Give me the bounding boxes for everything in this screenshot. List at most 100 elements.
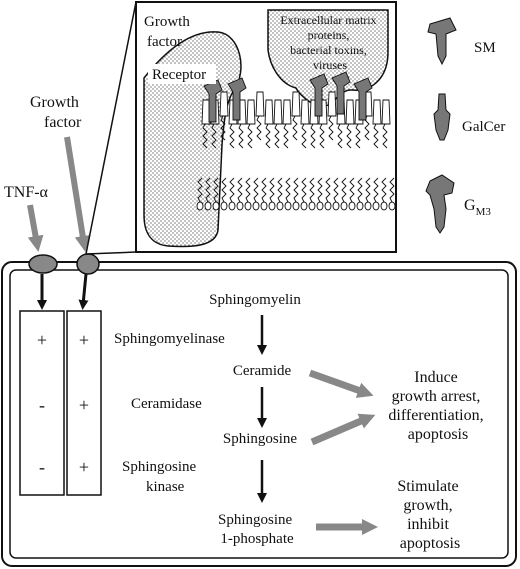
lipid-tail [349, 177, 355, 203]
lipid-tail [333, 177, 339, 203]
lipid-tail [317, 177, 323, 203]
gm3-icon [425, 174, 455, 234]
lipid-head [201, 99, 211, 125]
lipid-tail [220, 115, 226, 141]
lipid-head [273, 99, 283, 125]
lipid-tail [381, 177, 387, 203]
lipid-tail [285, 177, 291, 203]
receptor-label: Receptor [152, 67, 206, 83]
lipid-tail [346, 123, 352, 149]
lipid-tail [389, 177, 395, 203]
glycolipid [353, 77, 373, 121]
lipid-tail [283, 123, 289, 149]
lipid-tail [237, 177, 243, 203]
gf-sign-1: + [79, 330, 89, 350]
lipid-tail [261, 177, 267, 203]
lipid-head [308, 201, 316, 211]
tnf-sign-3: - [39, 457, 45, 477]
lipid-tail [292, 115, 298, 141]
lipid-tail [229, 177, 235, 203]
glycolipid [309, 73, 329, 117]
gf-effect-column [66, 310, 102, 496]
lipid-head [228, 201, 236, 211]
lipid-head [276, 201, 284, 211]
lipid-tail [293, 177, 299, 203]
growth-factor-receptor [76, 253, 100, 275]
induce-outcome-text: Induce growth arrest, differentiation, a… [388, 369, 487, 443]
lipid-head [204, 201, 212, 211]
tnf-receptor [28, 254, 58, 274]
lipid-head [236, 201, 244, 211]
tnf-sign-1: + [37, 330, 47, 350]
lipid-head [381, 99, 391, 125]
gf-down-arrow [78, 273, 89, 310]
lipid-tail [301, 177, 307, 203]
gf-sign-3: + [79, 457, 89, 477]
lipid-tail [229, 123, 235, 149]
lipid-tail [357, 177, 363, 203]
lipid-tail [205, 177, 211, 203]
lipid-head [356, 201, 364, 211]
lipid-head [345, 99, 355, 125]
ceramidase-label: Ceramidase [131, 396, 202, 412]
glycolipid [331, 71, 351, 115]
lipid-head [212, 201, 220, 211]
lipid-tail [325, 177, 331, 203]
sphingosine-outcome-arrow [310, 413, 376, 446]
lipid-head [300, 201, 308, 211]
lipid-head [196, 201, 204, 211]
ceramide-label: Ceramide [233, 363, 292, 379]
lipid-tail [213, 177, 219, 203]
sphingosine-kinase-label: Sphingosine kinase [122, 459, 200, 495]
lipid-head [324, 201, 332, 211]
glycolipid [203, 79, 223, 123]
gf-sign-2: + [79, 395, 89, 415]
lipid-tail [247, 123, 253, 149]
lipid-tail [245, 177, 251, 203]
lipid-tail [337, 123, 343, 149]
lipid-tail [197, 177, 203, 203]
lipid-tail [221, 177, 227, 203]
lipid-head [220, 201, 228, 211]
lipid-tail [211, 123, 217, 149]
tnf-effect-column [19, 310, 65, 496]
lipid-head [246, 99, 256, 125]
sm-label: SM [474, 40, 496, 56]
lipid-tail [253, 177, 259, 203]
lipid-tail [301, 123, 307, 149]
lipid-head [372, 201, 380, 211]
lipid-tail [277, 177, 283, 203]
lipid-head [340, 201, 348, 211]
lipid-tail [355, 123, 361, 149]
lipid-head [316, 201, 324, 211]
lipid-head [388, 201, 396, 211]
lipid-tail [341, 177, 347, 203]
lipid-head [292, 201, 300, 211]
lipid-head [268, 201, 276, 211]
tnf-sign-2: - [39, 395, 45, 415]
lipid-tail [265, 123, 271, 149]
lipid-tail [238, 123, 244, 149]
galcer-icon [433, 93, 451, 141]
lipid-tail [319, 123, 325, 149]
lipid-head [260, 201, 268, 211]
ecm-label: Extracellular matrix proteins, bacterial… [280, 13, 379, 72]
sphingosine-label: Sphingosine [223, 431, 298, 447]
tnf-alpha-label: TNF-α [4, 184, 49, 201]
lipid-head [284, 201, 292, 211]
lipid-head [332, 201, 340, 211]
lipid-head [255, 91, 265, 117]
lipid-tail [373, 123, 379, 149]
lipid-tail [202, 123, 208, 149]
lipid-head [252, 201, 260, 211]
lipid-tail [310, 123, 316, 149]
lipid-head [380, 201, 388, 211]
cell [1, 261, 517, 567]
lipid-head [372, 99, 382, 125]
tnf-arrow [27, 204, 44, 252]
inset-growth-factor-label: Growth factor [144, 14, 194, 50]
glycolipid [227, 77, 247, 121]
sm-icon [427, 17, 457, 66]
galcer-label: GalCer [462, 119, 505, 135]
